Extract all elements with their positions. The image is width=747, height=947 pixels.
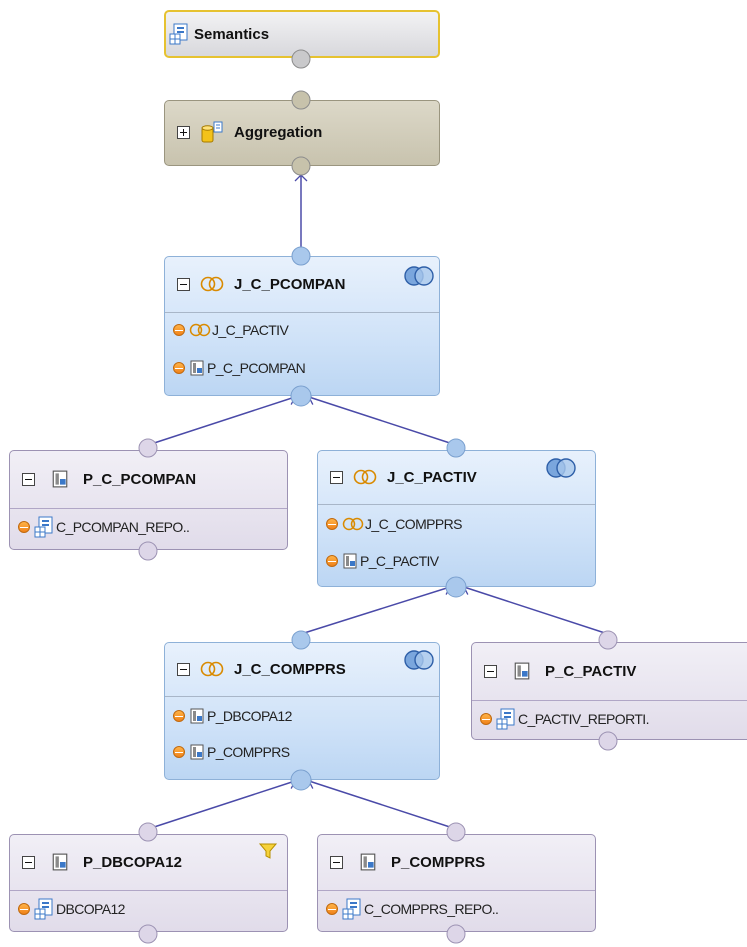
node-title: P_C_PACTIV [545,662,637,680]
table-grid-icon [342,898,361,920]
join-node-j-c-compprs[interactable]: J_C_COMPPRS P_DBCOPA12 P_COMPPRS [164,642,440,780]
input-dot-icon [173,324,185,336]
table-grid-icon [34,516,53,538]
input-dot-icon [18,903,30,915]
input-label: J_C_COMPPRS [365,516,462,532]
table-grid-icon [169,23,188,45]
collapse-minus-icon[interactable] [22,855,35,869]
input-label: P_DBCOPA12 [207,708,292,724]
projection-table-icon [360,853,376,871]
projection-node-p-c-pactiv[interactable]: P_C_PACTIV C_PACTIV_REPORTI. [471,642,747,740]
join-rings-icon [353,469,377,485]
join-rings-icon [200,276,224,292]
aggregation-node[interactable]: Aggregation [164,100,440,166]
input-dot-icon [173,746,185,758]
projection-table-icon [190,744,204,760]
projection-node-p-compprs[interactable]: P_COMPPRS C_COMPPRS_REPO.. [317,834,596,932]
collapse-minus-icon[interactable] [177,277,190,291]
collapse-minus-icon[interactable] [484,664,497,678]
join-rings-icon [342,517,364,531]
input-label: P_C_PCOMPAN [207,360,306,376]
expand-plus-icon[interactable] [177,125,190,139]
edge-pcpactiv-to-jcpactiv [463,582,609,635]
node-title: P_DBCOPA12 [83,853,182,871]
join-type-icon [404,266,434,286]
aggregation-title: Aggregation [234,123,323,141]
input-dot-icon [173,710,185,722]
projection-table-icon [52,470,68,488]
collapse-minus-icon[interactable] [177,662,190,676]
join-node-j-c-pactiv[interactable]: J_C_PACTIV J_C_COMPPRS P_C_PACTIV [317,450,596,587]
collapse-minus-icon[interactable] [330,855,343,869]
projection-node-p-c-pcompan[interactable]: P_C_PCOMPAN C_PCOMPAN_REPO.. [9,450,288,550]
input-label: C_PACTIV_REPORTI. [518,711,649,727]
join-type-icon [404,650,434,670]
edge-pdbcopa12-to-jccompprs [147,776,296,830]
semantics-node[interactable]: Semantics [164,10,440,58]
input-label: C_PCOMPAN_REPO.. [56,519,190,535]
projection-table-icon [343,553,357,569]
input-dot-icon [173,362,185,374]
join-type-icon [546,458,576,478]
input-dot-icon [326,555,338,567]
node-title: J_C_PACTIV [387,468,477,486]
node-title: P_COMPPRS [391,853,486,871]
input-dot-icon [18,521,30,533]
filter-funnel-icon [259,843,277,859]
edge-pcompprs-to-jccompprs [308,776,457,830]
input-dot-icon [326,903,338,915]
input-label: P_C_PACTIV [360,553,439,569]
input-label: C_COMPPRS_REPO.. [364,901,499,917]
node-title: J_C_PCOMPAN [234,275,346,293]
join-rings-icon [200,661,224,677]
projection-table-icon [190,360,204,376]
join-rings-icon [189,323,211,337]
join-node-j-c-pcompan[interactable]: J_C_PCOMPAN J_C_PACTIV P_C_PCOMPAN [164,256,440,396]
projection-table-icon [52,853,68,871]
semantics-title: Semantics [194,25,270,43]
input-dot-icon [480,713,492,725]
input-dot-icon [326,518,338,530]
input-label: J_C_PACTIV [212,322,289,338]
input-label: P_COMPPRS [207,744,290,760]
projection-table-icon [514,662,530,680]
table-grid-icon [496,708,515,730]
node-title: J_C_COMPPRS [234,660,346,678]
projection-table-icon [190,708,204,724]
edge-jcpactiv-to-jcpcompan [308,392,457,446]
edge-pcpcompan-to-jcpcompan [147,392,296,446]
node-title: P_C_PCOMPAN [83,470,197,488]
collapse-minus-icon[interactable] [22,472,35,486]
input-label: DBCOPA12 [56,901,125,917]
edge-jccompprs-to-jcpactiv [300,582,451,635]
table-grid-icon [34,898,53,920]
projection-node-p-dbcopa12[interactable]: P_DBCOPA12 DBCOPA12 [9,834,288,932]
collapse-minus-icon[interactable] [330,470,343,484]
aggregation-cylinder-icon [201,121,223,143]
